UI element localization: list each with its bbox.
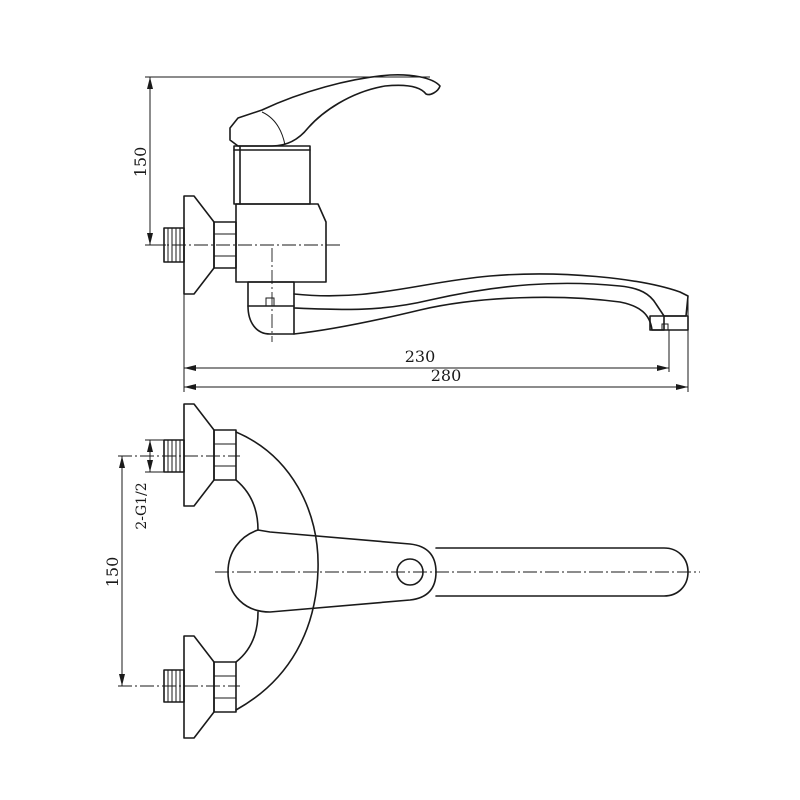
top-lever-body xyxy=(227,529,437,613)
inlet-spacing-dimension: 150 xyxy=(103,456,125,686)
overall-label: 280 xyxy=(431,366,462,385)
top-body-outline xyxy=(235,431,319,711)
overall-dimension: 280 xyxy=(184,296,689,392)
side-spout-collar xyxy=(247,281,295,307)
side-height-label: 150 xyxy=(131,147,150,178)
top-lower-flange xyxy=(183,635,215,739)
side-hex-nut xyxy=(213,221,237,269)
side-lever-handle xyxy=(229,74,441,147)
side-swivel-spout xyxy=(293,273,689,317)
top-view xyxy=(118,403,700,739)
thread-dimension: 2-G1/2 xyxy=(134,439,168,530)
reach-label: 230 xyxy=(405,347,436,366)
top-upper-flange xyxy=(183,403,215,507)
inlet-spacing-label: 150 xyxy=(103,557,122,588)
side-view xyxy=(150,74,689,342)
reach-dimension: 230 xyxy=(183,294,670,392)
thread-label: 2-G1/2 xyxy=(134,482,150,529)
side-cartridge-body xyxy=(233,145,311,205)
side-aerator xyxy=(649,315,689,331)
side-height-dimension: 150 xyxy=(131,76,430,246)
side-main-housing xyxy=(235,203,327,283)
